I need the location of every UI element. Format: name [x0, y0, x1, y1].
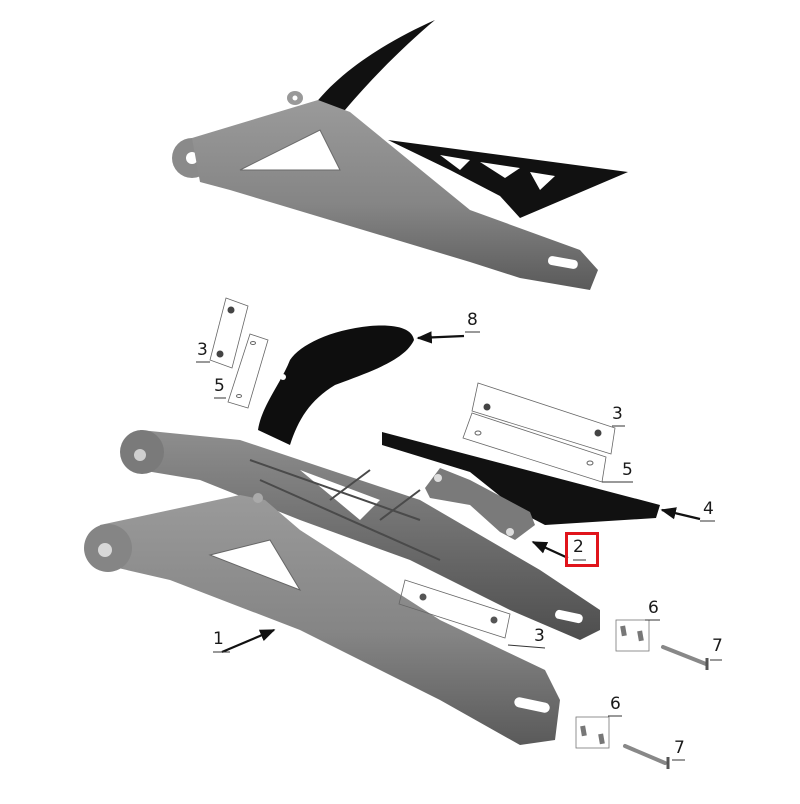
bolt-group-3-chainguard [471, 382, 616, 455]
callout-5-hugger[interactable]: 5 [214, 376, 225, 396]
washer-group-5-hugger [227, 333, 269, 409]
callout-1[interactable]: 1 [213, 629, 224, 649]
part-hugger [258, 325, 414, 445]
underlines [196, 331, 722, 761]
part-chain-guard-bracket [425, 468, 535, 540]
callout-6-lower[interactable]: 6 [610, 694, 621, 714]
bolt-group-3-swingarm [398, 579, 511, 639]
insert-group-6-upper [615, 619, 650, 652]
part-swingarm-far [140, 430, 600, 640]
callout-7-lower[interactable]: 7 [674, 738, 685, 758]
part-chain-guard [382, 432, 660, 525]
exploded-view [84, 297, 722, 769]
adjuster-bolt-7-upper [661, 645, 708, 666]
bolt-group-3-hugger [209, 297, 249, 369]
adjuster-bolt-7-lower [623, 744, 667, 765]
assembled-view [172, 20, 628, 290]
callout-8[interactable]: 8 [467, 310, 478, 330]
part-swingarm [100, 495, 560, 745]
assembled-hugger [312, 20, 435, 110]
callout-3-chainguard[interactable]: 3 [612, 404, 623, 424]
callout-3-swingarm[interactable]: 3 [534, 626, 545, 646]
callout-6-upper[interactable]: 6 [648, 598, 659, 618]
callout-7-upper[interactable]: 7 [712, 636, 723, 656]
callout-2[interactable]: 2 [573, 537, 584, 557]
insert-group-6-lower [575, 716, 610, 749]
callout-3-hugger[interactable]: 3 [197, 340, 208, 360]
callout-4[interactable]: 4 [703, 499, 714, 519]
leader-lines [221, 331, 701, 654]
callout-2-highlight [565, 532, 599, 567]
callout-5-chainguard[interactable]: 5 [622, 460, 633, 480]
